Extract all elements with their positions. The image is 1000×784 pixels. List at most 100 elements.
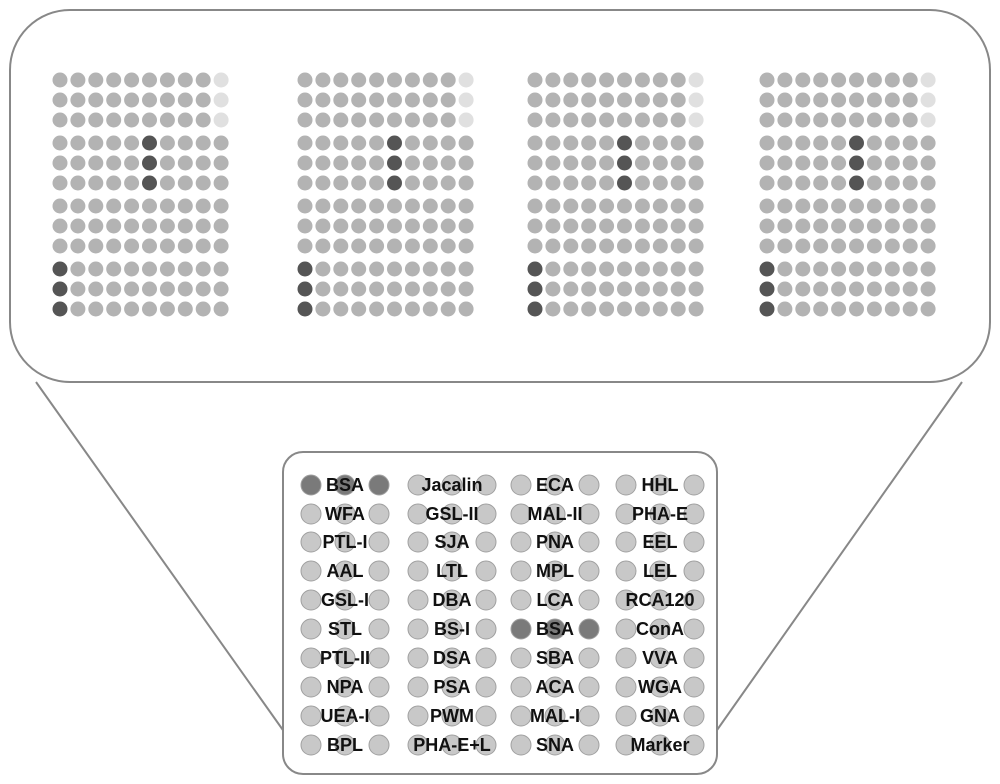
array-spot	[88, 135, 104, 151]
array-spot	[369, 301, 385, 317]
array-spot	[920, 301, 936, 317]
array-spot	[88, 261, 104, 277]
legend-spot	[334, 676, 356, 698]
array-spot	[795, 72, 811, 88]
array-spot	[195, 92, 211, 108]
legend-label: STL	[328, 619, 362, 639]
array-spot	[297, 155, 313, 171]
legend-label: RCA120	[625, 590, 695, 610]
array-spot	[52, 238, 68, 254]
array-spot	[527, 175, 543, 191]
array-spot	[387, 218, 402, 234]
array-spot	[195, 155, 211, 171]
array-spot	[333, 281, 349, 297]
legend-label: EEL	[642, 532, 678, 552]
array-spot	[422, 72, 438, 88]
legend-spot	[544, 589, 566, 611]
array-spot	[688, 218, 704, 234]
array-spot	[333, 135, 349, 151]
legend-spot	[578, 531, 600, 553]
array-spot	[688, 175, 704, 191]
array-spot	[777, 135, 793, 151]
legend-spot	[368, 474, 390, 496]
legend-spot	[544, 503, 566, 525]
array-spot	[387, 261, 402, 277]
array-spot	[213, 261, 229, 277]
legend-spot	[475, 734, 497, 756]
array-spot	[795, 155, 811, 171]
array-spot	[849, 92, 864, 108]
array-spot	[902, 281, 918, 297]
array-spot	[902, 92, 918, 108]
legend-spot	[510, 734, 532, 756]
array-spot	[581, 92, 597, 108]
array-block-2	[297, 72, 474, 317]
array-spot	[813, 281, 829, 297]
array-spot	[634, 238, 650, 254]
array-spot	[545, 175, 561, 191]
array-spot	[902, 218, 918, 234]
legend-spot	[544, 560, 566, 582]
array-spot	[902, 175, 918, 191]
array-spot	[670, 135, 686, 151]
array-spot	[866, 261, 882, 277]
array-spot	[813, 155, 829, 171]
array-spot	[813, 175, 829, 191]
array-spot	[617, 281, 632, 297]
array-spot	[795, 238, 811, 254]
array-spot	[315, 218, 331, 234]
array-spot	[315, 301, 331, 317]
array-spot	[124, 198, 140, 214]
array-spot	[422, 281, 438, 297]
array-spot	[213, 135, 229, 151]
array-spot	[369, 112, 385, 128]
array-spot	[195, 135, 211, 151]
legend-label: WFA	[325, 504, 365, 524]
legend-label: AAL	[326, 561, 364, 581]
array-spot	[351, 175, 367, 191]
array-spot	[831, 301, 847, 317]
array-spot	[458, 155, 474, 171]
array-spot	[70, 198, 86, 214]
legend-spot	[544, 618, 566, 640]
array-spot	[813, 198, 829, 214]
array-spot	[404, 301, 420, 317]
array-spot	[902, 261, 918, 277]
array-spot	[159, 198, 175, 214]
array-spot	[351, 218, 367, 234]
array-spot	[527, 155, 543, 171]
legend-spot	[441, 734, 463, 756]
legend-spot	[475, 503, 497, 525]
array-spot	[195, 175, 211, 191]
array-spot	[920, 198, 936, 214]
array-spot	[670, 155, 686, 171]
array-spot	[599, 261, 615, 277]
array-spot	[759, 218, 775, 234]
array-spot	[351, 198, 367, 214]
array-spot	[563, 175, 579, 191]
legend-label: NPA	[326, 677, 364, 697]
array-spot	[124, 155, 140, 171]
legend-spot	[544, 734, 566, 756]
array-spot	[866, 238, 882, 254]
array-spot	[404, 155, 420, 171]
legend-spot	[510, 503, 532, 525]
array-spot	[831, 135, 847, 151]
array-spot	[106, 301, 122, 317]
legend-label: BSA	[325, 475, 365, 495]
array-spot	[404, 135, 420, 151]
array-spot	[581, 135, 597, 151]
legend-spot	[475, 676, 497, 698]
array-spot	[142, 92, 157, 108]
array-spot	[333, 198, 349, 214]
array-spot	[124, 261, 140, 277]
array-spot	[813, 301, 829, 317]
array-spot	[297, 135, 313, 151]
array-spot	[831, 261, 847, 277]
legend-spot	[578, 503, 600, 525]
legend-spot	[368, 647, 390, 669]
array-spot	[315, 112, 331, 128]
array-spot	[70, 301, 86, 317]
array-spot	[670, 281, 686, 297]
array-spot-positive	[387, 135, 402, 151]
